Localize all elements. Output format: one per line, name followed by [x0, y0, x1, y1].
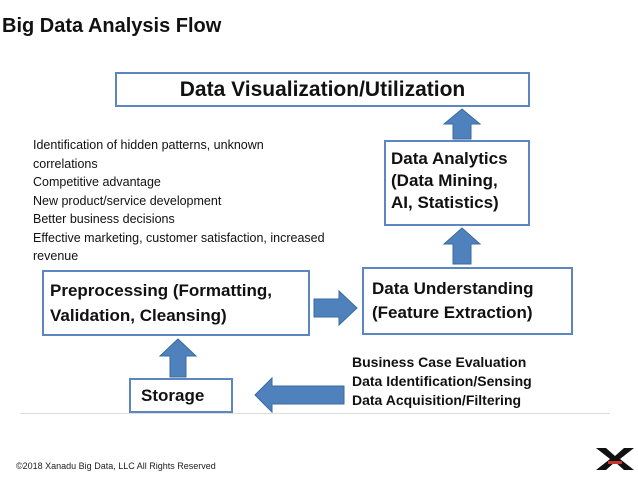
benefit-item: Better business decisions — [33, 212, 175, 226]
arrow-left-icon — [254, 376, 345, 414]
source-item: Business Case Evaluation — [352, 354, 527, 370]
benefit-item: New product/service development — [33, 193, 222, 208]
benefits-list: Identification of hidden patterns, unkno… — [33, 136, 393, 266]
benefit-item: revenue — [33, 249, 79, 263]
understanding-line: (Feature Extraction) — [372, 303, 533, 322]
box-data-analytics: Data Analytics (Data Mining, AI, Statist… — [384, 140, 530, 226]
arrow-right-icon — [313, 289, 358, 327]
box-data-visualization: Data Visualization/Utilization — [115, 72, 530, 107]
preprocessing-line: Preprocessing (Formatting, — [50, 281, 272, 300]
box-data-understanding: Data Understanding (Feature Extraction) — [362, 267, 573, 335]
benefit-item: Competitive advantage — [33, 175, 161, 189]
copyright-footer: ©2018 Xanadu Big Data, LLC All Rights Re… — [16, 461, 216, 471]
analytics-line: (Data Mining, — [391, 171, 498, 190]
divider — [20, 413, 610, 414]
arrow-up-icon — [442, 108, 482, 140]
source-item: Data Identification/Sensing — [352, 373, 532, 389]
analytics-line: Data Analytics — [391, 149, 508, 168]
benefit-item: Effective marketing, customer satisfacti… — [33, 230, 325, 245]
xanadu-logo-icon — [596, 448, 634, 470]
arrow-up-icon — [442, 227, 482, 265]
source-item: Data Acquisition/Filtering — [352, 392, 522, 408]
understanding-line: Data Understanding — [372, 279, 534, 298]
page-title: Big Data Analysis Flow — [2, 15, 222, 37]
box-storage: Storage — [129, 378, 233, 413]
arrow-up-icon — [158, 338, 198, 378]
data-sources-list: Business Case Evaluation Data Identifica… — [352, 353, 532, 410]
benefit-item: correlations — [33, 156, 98, 171]
analytics-line: AI, Statistics) — [391, 193, 499, 212]
box-preprocessing: Preprocessing (Formatting, Validation, C… — [42, 270, 310, 336]
benefit-item: Identification of hidden patterns, unkno… — [33, 138, 264, 152]
preprocessing-line: Validation, Cleansing) — [50, 306, 227, 325]
